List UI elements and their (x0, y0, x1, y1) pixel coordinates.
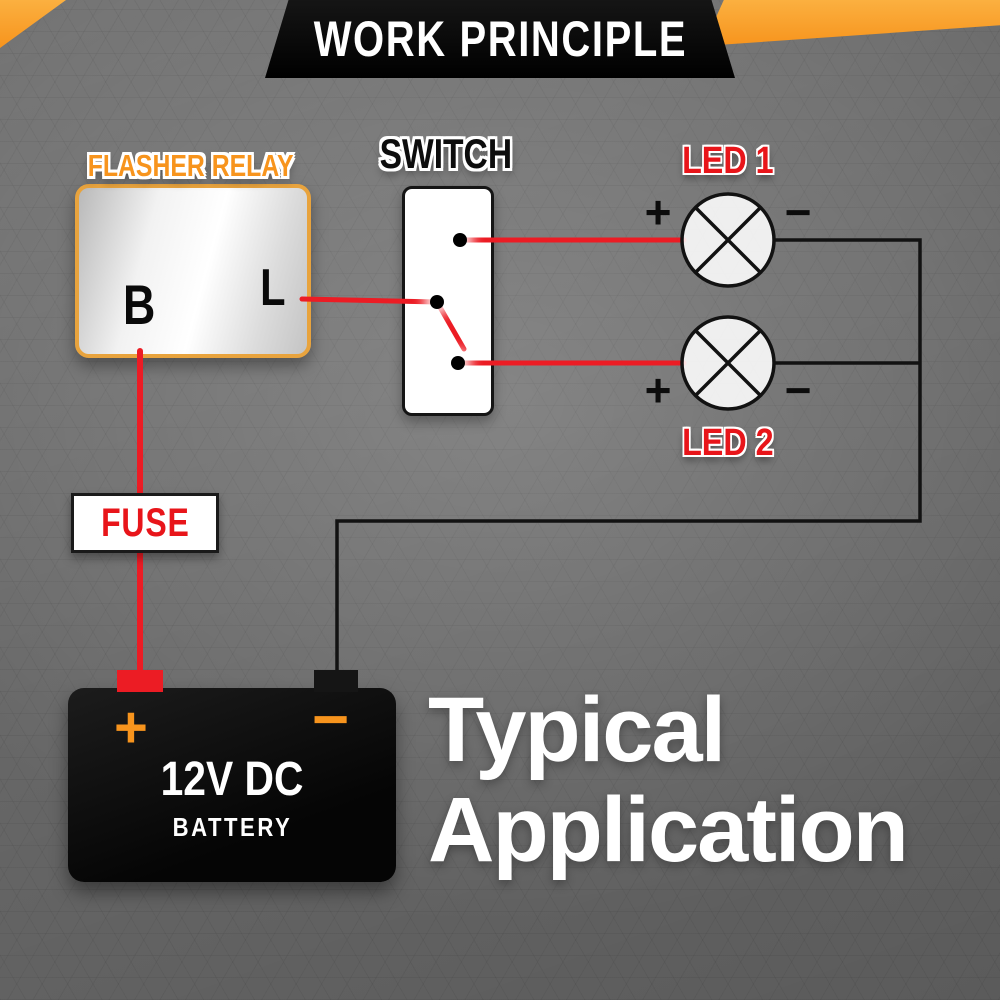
switch-body (402, 186, 494, 416)
switch-contact-top (453, 233, 467, 247)
fuse-box: FUSE (71, 493, 219, 553)
led1-label: LED 1 (682, 140, 774, 182)
led1-lamp-symbol (680, 192, 776, 288)
caption-line1: Typical (428, 679, 726, 781)
led2-minus-sign: − (784, 364, 812, 416)
relay-terminal-l-label: L (260, 259, 286, 317)
switch-contact-middle (430, 295, 444, 309)
switch-label: SWITCH (379, 130, 512, 177)
led2-label: LED 2 (682, 422, 774, 464)
led2-plus-sign: + (644, 364, 672, 416)
battery-plus-sign: + (114, 695, 148, 760)
switch-contact-bottom (451, 356, 465, 370)
led2-lamp-symbol (680, 315, 776, 411)
banner-accent-left (0, 0, 66, 48)
battery-positive-terminal (117, 670, 163, 692)
led1-plus-sign: + (644, 186, 672, 238)
battery-name-label: BATTERY (172, 812, 292, 842)
relay-terminal-b-label: B (123, 273, 156, 336)
caption-line2: Application (428, 779, 909, 881)
fuse-label: FUSE (100, 500, 190, 545)
led1-minus-sign: − (784, 186, 812, 238)
battery-body: + − 12V DC BATTERY (68, 683, 396, 882)
flasher-relay-label: FLASHER RELAY (87, 148, 294, 183)
work-principle-title: WORK PRINCIPLE (313, 11, 687, 67)
battery-negative-terminal (314, 670, 358, 692)
battery-voltage-label: 12V DC (160, 753, 304, 806)
banner-accent-right (703, 0, 1000, 46)
flasher-relay-box: B L (75, 184, 311, 358)
battery-minus-sign: − (312, 683, 350, 755)
title-banner: WORK PRINCIPLE (265, 0, 735, 78)
